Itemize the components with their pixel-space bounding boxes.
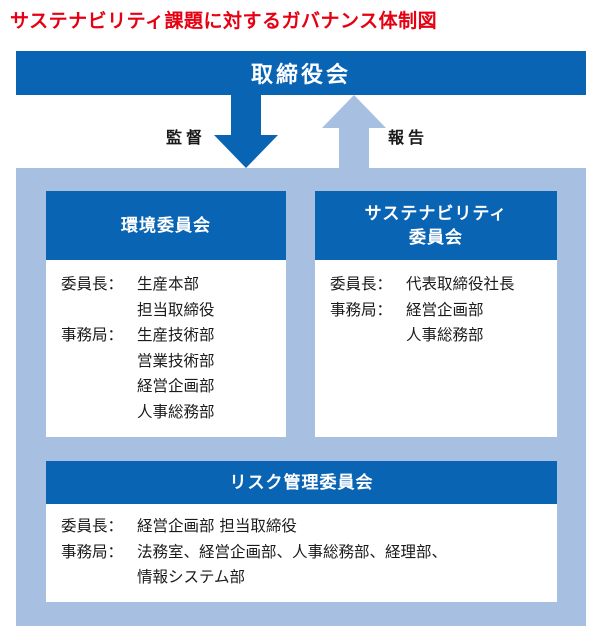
- sustainability-committee-body: 委員長： 代表取締役社長 事務局： 経営企画部 人事総務部: [315, 260, 557, 349]
- risk-management-committee: リスク管理委員会 委員長： 経営企画部 担当取締役 事務局： 法務室、経営企画部…: [46, 461, 557, 602]
- chair-member: 担当取締役: [137, 300, 215, 319]
- risk-management-committee-body: 委員長： 経営企画部 担当取締役 事務局： 法務室、経営企画部、人事総務部、経理…: [46, 504, 557, 591]
- supervision-label: 監督: [166, 128, 207, 147]
- environment-committee: 環境委員会 委員長： 生産本部 担当取締役 事務局： 生産技術部 営業技術部 経…: [46, 191, 286, 437]
- office-role-label: 事務局：: [61, 326, 124, 344]
- office-member: 営業技術部: [137, 351, 215, 370]
- office-member: 経営企画部: [137, 377, 215, 395]
- page-title: サステナビリティ課題に対するガバナンス体制図: [10, 10, 438, 32]
- chair-member: 経営企画部 担当取締役: [137, 517, 297, 535]
- office-member: 法務室、経営企画部、人事総務部、経理部、: [137, 542, 448, 561]
- sustainability-committee-title: サステナビリティ 委員会: [315, 191, 557, 260]
- chair-role-label: 委員長：: [330, 275, 393, 293]
- report-label: 報告: [388, 128, 429, 147]
- office-role-label: 事務局：: [330, 300, 393, 319]
- office-member: 生産技術部: [137, 326, 215, 344]
- supervision-arrow: [214, 95, 278, 168]
- environment-committee-body: 委員長： 生産本部 担当取締役 事務局： 生産技術部 営業技術部 経営企画部 人…: [46, 260, 286, 425]
- chair-member: 代表取締役社長: [406, 275, 515, 293]
- office-member: 情報システム部: [137, 568, 246, 586]
- office-member: 人事総務部: [406, 326, 484, 344]
- report-arrow: [322, 95, 386, 168]
- office-member: 経営企画部: [406, 300, 484, 319]
- chair-member: 生産本部: [137, 275, 200, 293]
- sustainability-committee: サステナビリティ 委員会 委員長： 代表取締役社長 事務局： 経営企画部 人事総…: [315, 191, 557, 437]
- office-role-label: 事務局：: [61, 542, 124, 561]
- environment-committee-title: 環境委員会: [46, 191, 286, 260]
- risk-management-committee-title: リスク管理委員会: [46, 461, 557, 504]
- chair-role-label: 委員長：: [61, 517, 124, 535]
- office-member: 人事総務部: [137, 402, 215, 421]
- chair-role-label: 委員長：: [61, 275, 124, 293]
- board-of-directors-box: 取締役会: [16, 51, 586, 95]
